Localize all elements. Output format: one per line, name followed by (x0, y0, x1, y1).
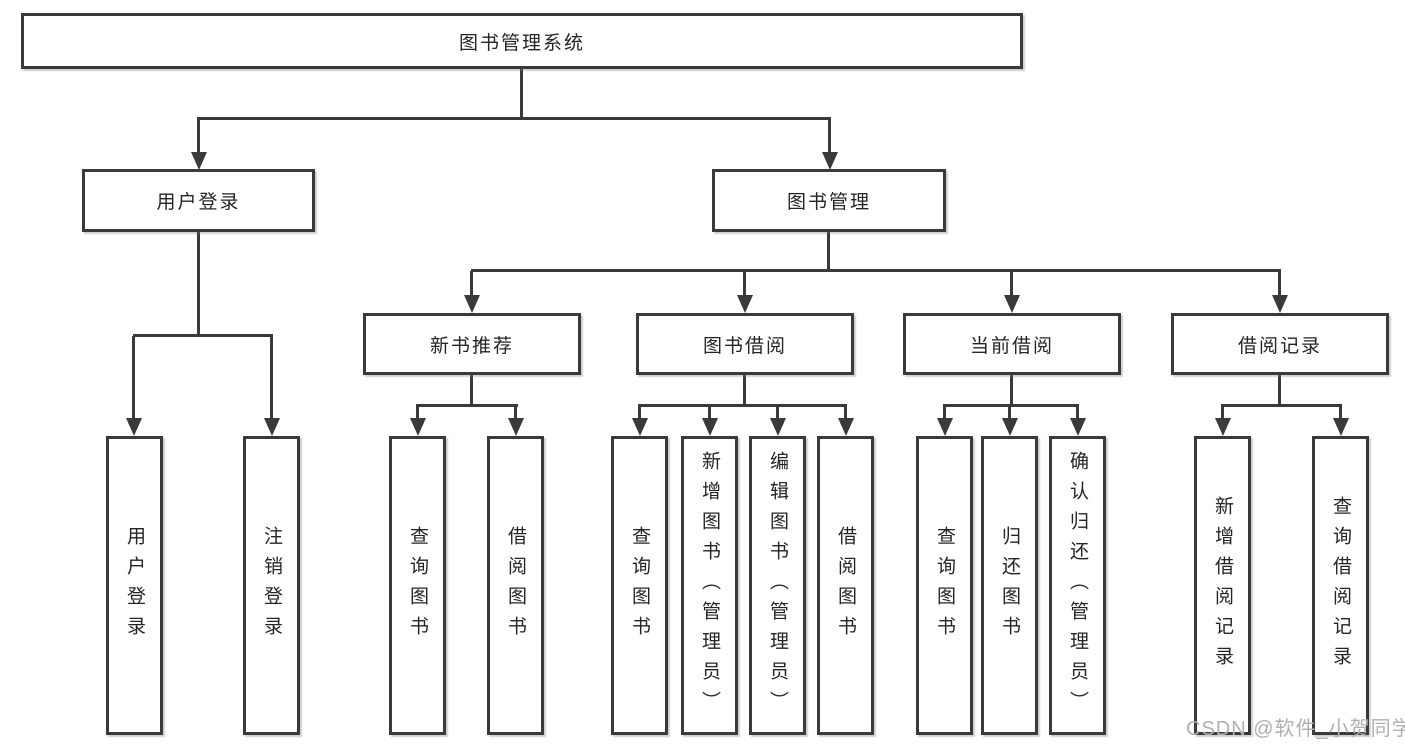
node-book-management: 图书管理 (712, 169, 946, 232)
node-label: 归还图书 (999, 525, 1020, 646)
connector-vline (1010, 375, 1013, 406)
connector-hline (133, 334, 273, 337)
connector-vline (1010, 271, 1013, 297)
node-library-management-system: 图书管理系统 (21, 13, 1023, 69)
connector-arrowhead (702, 418, 718, 436)
connector-vline (416, 404, 419, 421)
node-label: 图书管理系统 (458, 32, 585, 54)
connector-arrowhead (264, 418, 280, 436)
node-label: 查询图书 (407, 525, 428, 646)
node-book-borrowing: 图书借阅 (636, 313, 854, 375)
node-label: 借阅图书 (505, 525, 526, 646)
node-new-book-recommendation: 新书推荐 (363, 313, 581, 375)
connector-vline (270, 336, 273, 421)
connector-vline (827, 232, 830, 271)
connector-arrowhead (464, 295, 480, 313)
connector-vline (132, 336, 135, 421)
node-current-borrowing: 当前借阅 (903, 313, 1121, 375)
node-label: 编辑图书（管理员） (767, 450, 788, 721)
node-borrowing-records: 借阅记录 (1171, 313, 1389, 375)
connector-vline (1339, 404, 1342, 421)
connector-vline (520, 69, 523, 120)
connector-hline (471, 269, 1281, 272)
connector-arrowhead (1272, 295, 1288, 313)
connector-vline (743, 375, 746, 406)
node-label: 图书管理 (786, 192, 871, 213)
node-label: 用户登录 (124, 525, 145, 646)
connector-hline (417, 404, 518, 407)
leaf-borrow-books: 借阅图书 (817, 436, 874, 735)
connector-hline (197, 117, 831, 120)
node-label: 用户登录 (156, 192, 241, 213)
connector-arrowhead (1002, 418, 1018, 436)
connector-arrowhead (410, 418, 426, 436)
node-label: 借阅记录 (1237, 335, 1322, 357)
leaf-edit-book-admin: 编辑图书（管理员） (749, 436, 806, 735)
connector-arrowhead (737, 295, 753, 313)
connector-hline (639, 404, 847, 407)
connector-vline (743, 271, 746, 297)
leaf-confirm-return-admin: 确认归还（管理员） (1049, 436, 1106, 735)
node-label: 借阅图书 (835, 525, 856, 646)
connector-arrowhead (1070, 418, 1086, 436)
connector-vline (943, 404, 946, 421)
connector-vline (1221, 404, 1224, 421)
connector-vline (776, 404, 779, 421)
node-label: 注销登录 (261, 525, 282, 646)
connector-vline (470, 271, 473, 297)
connector-arrowhead (1215, 418, 1231, 436)
connector-hline (1222, 404, 1342, 407)
connector-vline (197, 232, 200, 336)
node-label: 新书推荐 (429, 335, 514, 357)
connector-vline (844, 404, 847, 421)
node-label: 新增借阅记录 (1212, 495, 1233, 676)
leaf-return-book: 归还图书 (981, 436, 1038, 735)
connector-arrowhead (191, 152, 207, 170)
node-label: 当前借阅 (969, 335, 1054, 357)
leaf-query-books-recommendation: 查询图书 (389, 436, 446, 735)
connector-vline (638, 404, 641, 421)
connector-hline (944, 404, 1079, 407)
leaf-query-books-current: 查询图书 (916, 436, 973, 735)
connector-arrowhead (822, 152, 838, 170)
node-label: 新增图书（管理员） (699, 450, 720, 721)
leaf-logout: 注销登录 (243, 436, 300, 735)
node-label: 查询图书 (934, 525, 955, 646)
connector-vline (470, 375, 473, 406)
connector-arrowhead (508, 418, 524, 436)
leaf-user-login: 用户登录 (106, 436, 163, 735)
node-label: 图书借阅 (702, 335, 787, 357)
connector-arrowhead (126, 418, 142, 436)
connector-vline (828, 119, 831, 154)
leaf-query-borrow-record: 查询借阅记录 (1312, 436, 1369, 735)
connector-arrowhead (937, 418, 953, 436)
connector-arrowhead (838, 418, 854, 436)
node-user-login: 用户登录 (82, 169, 315, 232)
connector-vline (1278, 271, 1281, 297)
connector-arrowhead (632, 418, 648, 436)
node-label: 确认归还（管理员） (1067, 450, 1088, 721)
connector-arrowhead (1333, 418, 1349, 436)
connector-vline (708, 404, 711, 421)
connector-arrowhead (1004, 295, 1020, 313)
leaf-add-borrow-record: 新增借阅记录 (1194, 436, 1251, 735)
node-label: 查询借阅记录 (1330, 495, 1351, 676)
connector-arrowhead (770, 418, 786, 436)
leaf-add-book-admin: 新增图书（管理员） (681, 436, 738, 735)
connector-vline (1008, 404, 1011, 421)
connector-vline (1278, 375, 1281, 406)
node-label: 查询图书 (629, 525, 650, 646)
leaf-query-books-borrowing: 查询图书 (611, 436, 668, 735)
connector-vline (197, 119, 200, 154)
leaf-borrow-books-recommendation: 借阅图书 (487, 436, 544, 735)
connector-vline (1076, 404, 1079, 421)
connector-vline (514, 404, 517, 421)
watermark: CSDN @软件_小贺同学 (1186, 718, 1405, 740)
